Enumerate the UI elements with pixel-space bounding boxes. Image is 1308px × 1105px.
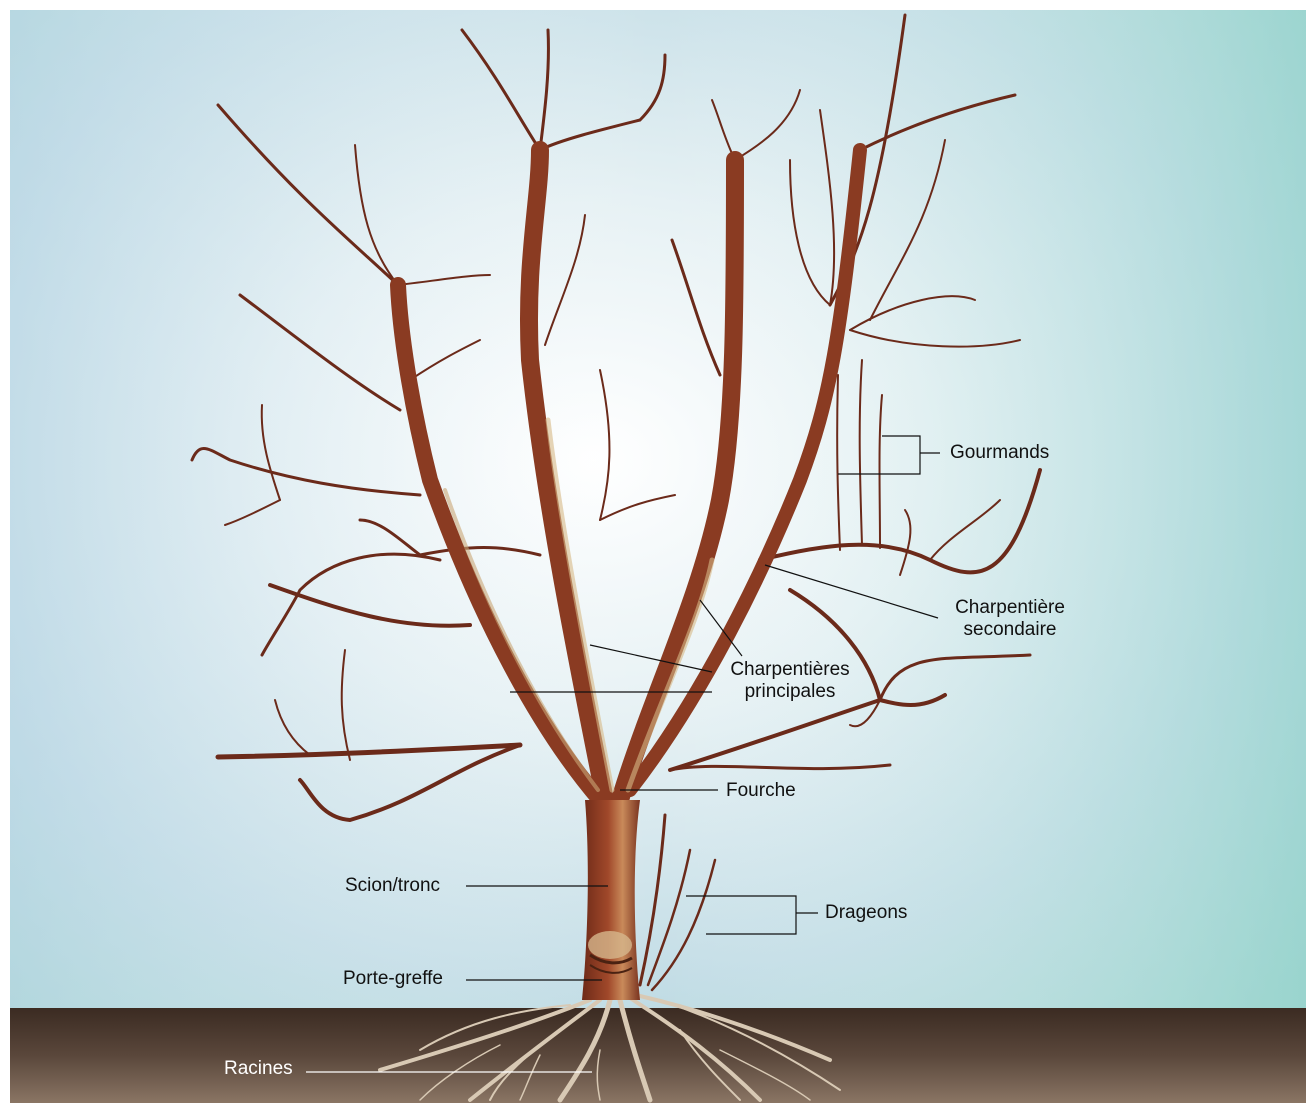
label-charpentieres-principales: Charpentières principales xyxy=(710,659,870,703)
label-charpentieres-principales-line2: principales xyxy=(710,681,870,703)
label-charpentiere-secondaire-line1: Charpentière xyxy=(930,597,1090,619)
label-drageons: Drageons xyxy=(825,902,907,924)
label-charpentiere-secondaire-line2: secondaire xyxy=(930,619,1090,641)
label-porte-greffe: Porte-greffe xyxy=(343,968,443,990)
label-scion-tronc: Scion/tronc xyxy=(345,875,440,897)
trunk xyxy=(582,800,640,1000)
soil xyxy=(10,1008,1306,1103)
label-gourmands: Gourmands xyxy=(950,442,1049,464)
label-racines: Racines xyxy=(224,1058,293,1080)
label-charpentiere-secondaire: Charpentière secondaire xyxy=(930,597,1090,641)
label-charpentieres-principales-line1: Charpentières xyxy=(710,659,870,681)
label-fourche: Fourche xyxy=(726,780,796,802)
